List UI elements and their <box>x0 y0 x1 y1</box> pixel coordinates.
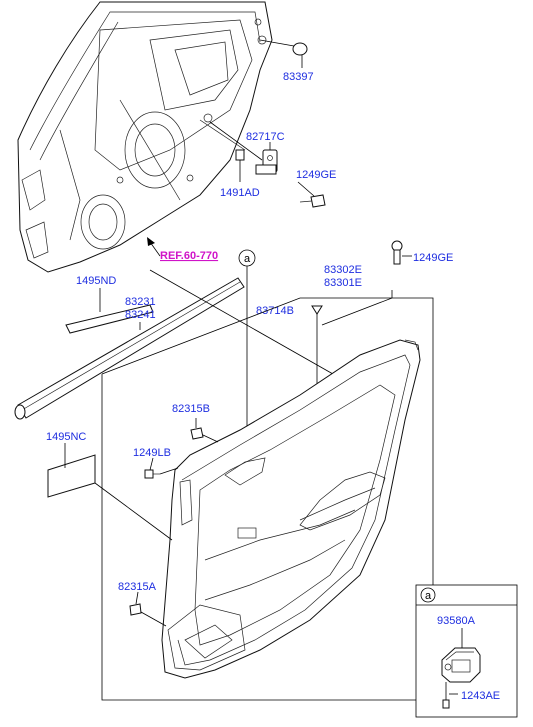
reference-link-60-770[interactable]: REF.60-770 <box>160 250 218 262</box>
strip-1495nd <box>65 304 154 334</box>
pad-1495nc <box>47 443 96 498</box>
label-1249ge-top: 1249GE <box>296 169 336 181</box>
leader-83302e-panel <box>321 297 393 326</box>
screw-1249ge-mid <box>391 240 412 265</box>
label-1495nc: 1495NC <box>46 431 86 443</box>
label-82315b: 82315B <box>172 403 210 415</box>
label-83231: 83231 <box>125 296 156 308</box>
label-83302e: 83302E <box>324 264 362 276</box>
label-82717c: 82717C <box>246 131 285 143</box>
clip-1491ad <box>235 149 245 182</box>
door-inner-panel <box>17 1 273 273</box>
label-83714b: 83714B <box>256 305 294 317</box>
label-1243ae: 1243AE <box>461 690 500 702</box>
leader-panel-top <box>149 269 341 379</box>
bracket-82717c <box>209 121 278 175</box>
label-83241: 83241 <box>125 309 156 321</box>
label-1249lb: 1249LB <box>133 447 171 459</box>
weatherstrip-83231 <box>14 277 245 420</box>
door-trim-panel <box>161 339 421 679</box>
bolt-1249ge-top <box>297 181 326 208</box>
label-1495nd: 1495ND <box>76 275 116 287</box>
inset-detail-a <box>415 584 518 718</box>
clip-82315a <box>129 591 167 627</box>
trim-panel-bounding-box <box>101 297 434 701</box>
leader-1495nc <box>94 482 173 541</box>
ref-arrow <box>147 237 161 257</box>
label-82315a: 82315A <box>118 581 157 593</box>
label-1491ad: 1491AD <box>220 187 260 199</box>
inset-a-letter: a <box>425 590 432 602</box>
label-1249ge-mid: 1249GE <box>413 252 453 264</box>
label-93580a: 93580A <box>437 615 476 627</box>
callout-a-main-letter: a <box>244 253 251 265</box>
screw-1249lb <box>144 457 179 479</box>
clip-82315b <box>190 418 219 443</box>
label-83301e: 83301E <box>324 277 362 289</box>
plug-83397 <box>259 39 308 68</box>
label-83397: 83397 <box>283 71 314 83</box>
